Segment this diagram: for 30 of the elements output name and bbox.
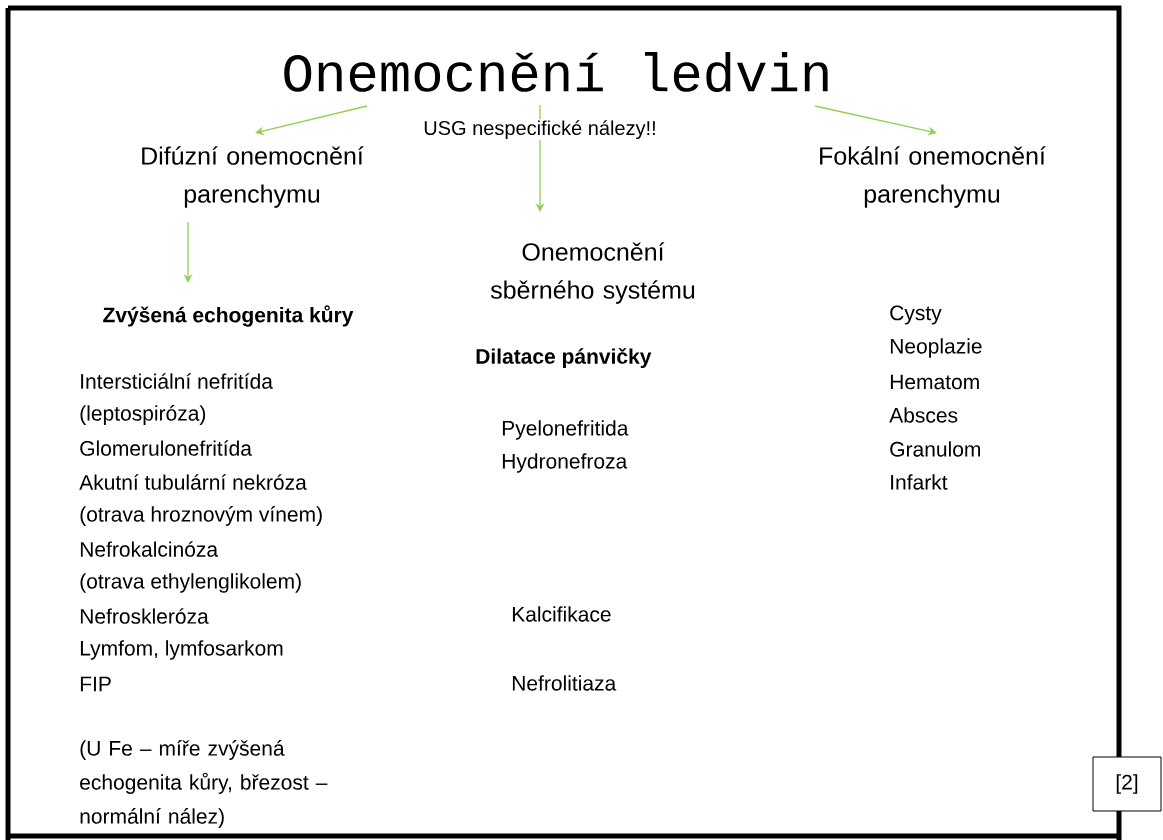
list-item: (otrava hroznovým vínem) [80,506,322,526]
category-heading: Fokální onemocnění parenchymu [820,146,1046,208]
subheading-text: Dilatace pánvičky [476,347,652,368]
list-item: Cysty [890,305,942,325]
list-item: Granulom [890,441,980,457]
list-item: Nefrokalcinóza [80,541,219,557]
category-heading: Onemocnění sběrného systému [490,242,695,304]
list-item: Lymfom, lymfosarkom [80,640,283,660]
arrow [255,105,368,136]
list-item: Hematom [890,374,979,390]
title-text: Onemocnění ledvin [284,52,828,92]
category-heading: Difúzní onemocnění parenchymu [142,146,364,208]
list-item: Kalcifikace [512,606,611,622]
list-item: Intersticiální nefritída [81,373,273,389]
note-text: (U Fe – míře zvýšená echogenita kůry, březost – normální nález) [80,740,328,828]
subheading-text: Zvýšená echogenita kůry [103,305,354,327]
list-item: Nefrolitiaza [512,675,617,691]
list-item: Neoplazie [890,338,982,358]
list-item: Absces [889,407,958,423]
list-item: Pyelonefritida [502,420,629,440]
list-item: (leptospiróza) [80,405,206,425]
list-item: Infarkt [891,474,948,490]
list-item: FIP [80,676,111,692]
list-item: Nefroskleróza [80,608,209,624]
edge-label: USG nespecifické nálezy!! [422,119,658,141]
list-item: Akutní tubulární nekróza [79,474,307,490]
list-item: Hydronefroza [502,453,628,473]
list-item: (otrava ethylenglikolem) [80,573,301,593]
reference-box: [2] [1092,756,1162,812]
list-item: Glomerulonefritída [80,440,252,456]
